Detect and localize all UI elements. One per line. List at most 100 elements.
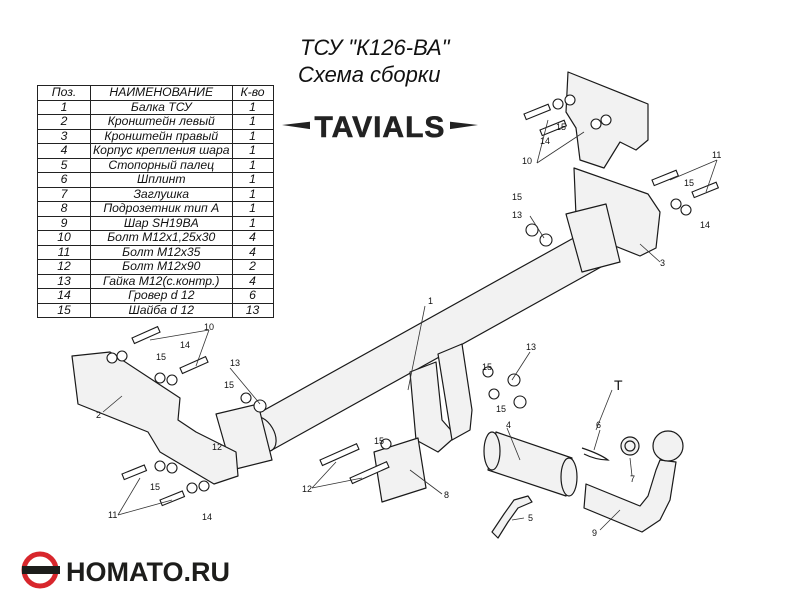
view-label-t: T [614,377,623,393]
cell-name: Балка ТСУ [90,99,233,115]
cell-pos: 9 [37,215,91,231]
left-bracket [71,351,239,485]
cell-qty: 1 [231,114,274,130]
callout-15: 15 [512,192,522,202]
cell-qty: 1 [231,143,274,159]
ball-mount-body [487,431,573,497]
callout-13: 13 [526,342,536,352]
callout-13: 13 [512,210,522,220]
callout-7: 7 [630,474,635,484]
callout-1: 1 [428,296,433,306]
cell-pos: 6 [37,172,91,188]
callout-3: 3 [660,258,665,268]
col-header-name: НАИМЕНОВАНИЕ [90,85,233,101]
cell-name: Заглушка [90,186,233,202]
callout-14: 14 [180,340,190,350]
callout-14: 14 [202,512,212,522]
callout-15: 15 [496,404,506,414]
callout-15: 15 [150,482,160,492]
brand-logo-text: TAVIALS [315,111,446,144]
cell-qty: 13 [231,302,274,318]
cell-name: Шплинт [90,172,233,188]
table-header-row: Поз. НАИМЕНОВАНИЕ К-во [37,85,274,101]
cell-pos: 12 [37,259,91,275]
callout-14: 14 [540,136,550,146]
callout-12: 12 [302,484,312,494]
callout-15: 15 [684,178,694,188]
center-bracket-b [437,343,473,441]
cell-name: Стопорный палец [90,157,233,173]
cell-pos: 8 [37,201,91,217]
callout-10: 10 [522,156,532,166]
cell-qty: 1 [231,172,274,188]
cell-name: Кронштейн левый [90,114,233,130]
cell-pos: 15 [37,302,91,318]
diagram-subtitle: Схема сборки [298,62,441,87]
diagram-title: ТСУ "К126-ВА" [300,35,450,60]
callout-6: 6 [596,420,601,430]
cell-qty: 1 [231,215,274,231]
site-logo: HOMATO.RU [21,551,230,589]
cell-name: Болт М12х1,25х30 [90,230,233,246]
callout-9: 9 [592,528,597,538]
cell-qty: 1 [231,201,274,217]
cell-name: Кронштейн правый [90,128,233,144]
cell-name: Болт М12х35 [90,244,233,260]
cell-qty: 4 [231,230,274,246]
callout-11: 11 [108,510,117,520]
socket-plate [373,437,427,503]
cell-qty: 1 [231,186,274,202]
cell-name: Корпус крепления шара [90,143,233,159]
col-header-pos: Поз. [37,85,91,101]
cell-pos: 3 [37,128,91,144]
locking-pin [491,495,533,539]
callout-14: 14 [700,220,710,230]
cell-pos: 7 [37,186,91,202]
callout-11: 11 [712,150,721,160]
cell-pos: 13 [37,273,91,289]
cell-pos: 4 [37,143,91,159]
cotter-pin [581,447,610,461]
callout-15: 15 [482,362,492,372]
cell-qty: 1 [231,157,274,173]
callout-10: 10 [204,322,214,332]
cell-pos: 10 [37,230,91,246]
cell-pos: 11 [37,244,91,260]
callout-15: 15 [374,436,384,446]
callout-15: 15 [156,352,166,362]
callout-4: 4 [506,420,511,430]
cell-name: Шайба d 12 [90,302,233,318]
callout-13: 13 [230,358,240,368]
beam-right-plate [565,203,621,273]
cell-name: Шар SH19BA [90,215,233,231]
tow-ball-arm [583,459,677,533]
cell-name: Подрозетник тип А [90,201,233,217]
brand-logo: TAVIALS [282,111,478,144]
callout-5: 5 [528,513,533,523]
callout-15: 15 [224,380,234,390]
site-logo-text: HOMATO.RU [66,557,230,587]
callout-15: 15 [556,122,566,132]
callout-8: 8 [444,490,449,500]
callout-12: 12 [212,442,222,452]
cell-qty: 1 [231,128,274,144]
callout-2: 2 [96,410,101,420]
cell-pos: 2 [37,114,91,130]
